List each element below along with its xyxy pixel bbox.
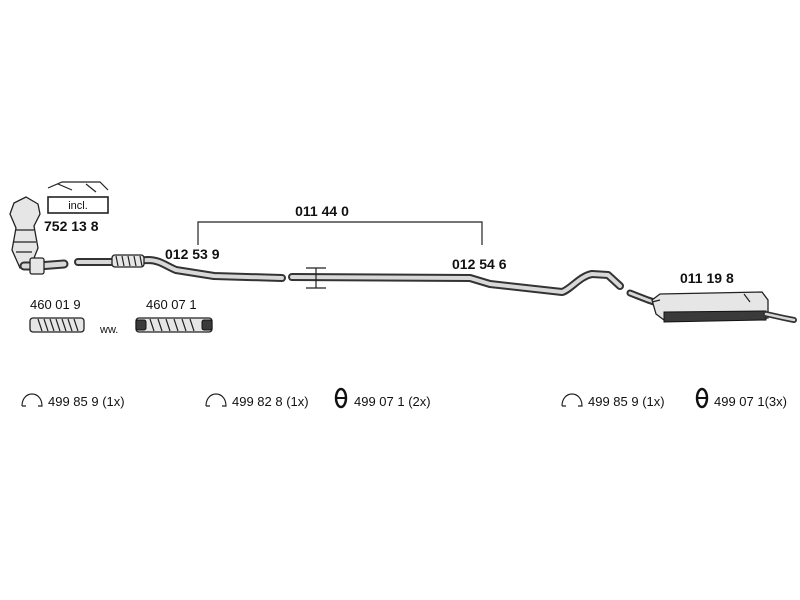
rear-silencer-part-number: 011 19 8 (680, 270, 734, 286)
gasket-kit-box: incl. (47, 181, 109, 214)
ww-label: ww. (99, 324, 118, 336)
middle-pipe (288, 267, 624, 296)
clamp-icon (561, 393, 583, 407)
flex-pipe-1 (29, 317, 85, 333)
catalytic-kit-part-number: 752 13 8 (44, 218, 99, 234)
front-pipe-part-number: 012 53 9 (165, 246, 220, 262)
middle-pipe-part-number: 012 54 6 (452, 256, 507, 272)
clamp-icon (21, 393, 43, 407)
fitting-label: 499 85 9 (1x) (588, 394, 665, 409)
rubber-mount-icon (695, 387, 709, 409)
incl-label: incl. (68, 200, 88, 212)
clamp-icon (205, 393, 227, 407)
fitting-clamp-1: 499 85 9 (1x) (21, 393, 125, 409)
fitting-rubber-mount-1: 499 07 1 (2x) (334, 387, 431, 409)
flex-pipe-2-part-number: 460 07 1 (146, 297, 197, 312)
middle-assembly-part-number: 011 44 0 (295, 203, 349, 219)
rear-silencer (626, 289, 797, 323)
fitting-clamp-3: 499 85 9 (1x) (561, 393, 665, 409)
rubber-mount-icon (334, 387, 348, 409)
fitting-label: 499 07 1 (2x) (354, 394, 431, 409)
front-pipe (74, 254, 286, 282)
fitting-label: 499 07 1(3x) (714, 394, 787, 409)
catalytic-converter (9, 196, 69, 275)
flex-pipe-1-part-number: 460 01 9 (30, 297, 81, 312)
fitting-rubber-mount-2: 499 07 1(3x) (695, 387, 787, 409)
fitting-label: 499 85 9 (1x) (48, 394, 125, 409)
fitting-label: 499 82 8 (1x) (232, 394, 309, 409)
assembly-bracket (197, 221, 483, 245)
flex-pipe-2 (135, 317, 213, 333)
fitting-clamp-2: 499 82 8 (1x) (205, 393, 309, 409)
